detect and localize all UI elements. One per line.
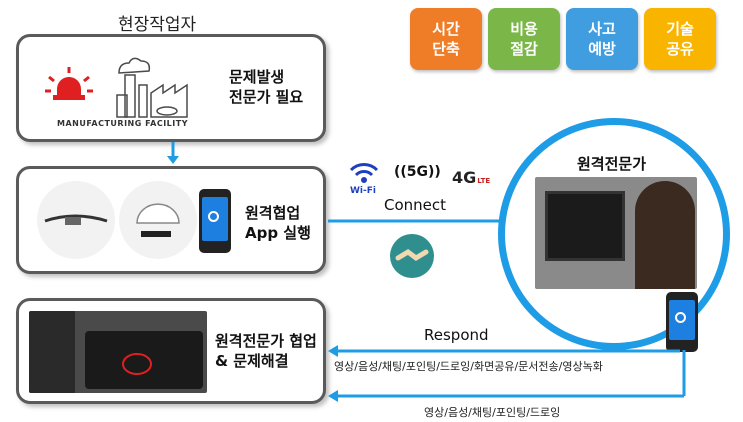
respond-features: 영상/음성/채팅/포인팅/드로잉/화면공유/문서전송/영상녹화	[334, 360, 603, 373]
badge-accident-prevention: 사고 예방	[566, 8, 638, 70]
arrow-down-1	[167, 142, 179, 164]
problem-occurred-box: MANUFACTURING FACILITY 문제발생 전문가 필요	[16, 34, 326, 142]
highlight-circle-icon	[122, 353, 152, 375]
factory-illustration: MANUFACTURING FACILITY	[27, 45, 215, 135]
respond-arrow	[328, 345, 680, 357]
badge-time-saving: 시간 단축	[410, 8, 482, 70]
helmet-camera-image	[119, 181, 197, 259]
field-worker-tablet	[85, 331, 203, 389]
factory-caption: MANUFACTURING FACILITY	[57, 119, 188, 128]
bottom-features: 영상/음성/채팅/포인팅/드로잉	[424, 406, 561, 419]
smartphone-app-icon	[199, 189, 231, 253]
expert-monitor	[545, 191, 625, 261]
bottom-loop-arrow	[328, 350, 686, 402]
badge-accident-prevention-text: 사고 예방	[588, 20, 616, 58]
connect-arrow	[328, 215, 512, 227]
badge-time-saving-text: 시간 단축	[432, 20, 460, 58]
lte-label: LTE	[477, 177, 491, 185]
expert-smartphone-icon	[666, 292, 698, 352]
collaboration-box: 원격전문가 협업 & 문제해결	[16, 298, 326, 404]
app-screen	[202, 197, 228, 241]
wifi-icon	[349, 163, 379, 183]
badge-cost-reduction-text: 비용 절감	[510, 20, 538, 58]
fourg-icon: 4GLTE	[452, 168, 490, 187]
field-worker-title: 현장작업자	[118, 15, 197, 35]
badge-row: 시간 단축 비용 절감 사고 예방 기술 공유	[410, 8, 716, 70]
badge-knowledge-sharing-text: 기술 공유	[666, 20, 694, 58]
app-logo-icon	[208, 211, 219, 222]
expert-person	[635, 181, 695, 289]
factory-icon	[45, 57, 188, 118]
app-launch-box: 원격협업 App 실행	[16, 166, 326, 274]
expert-app-screen	[669, 300, 695, 340]
smart-glasses-icon	[44, 214, 108, 225]
fiveg-icon: ((5G))	[394, 164, 441, 180]
connect-label: Connect	[384, 196, 447, 214]
badge-knowledge-sharing: 기술 공유	[644, 8, 716, 70]
badge-cost-reduction: 비용 절감	[488, 8, 560, 70]
fourg-label: 4G	[452, 168, 477, 187]
field-worker-person	[29, 311, 75, 393]
fiveg-label: 5G	[406, 164, 429, 180]
collaboration-label: 원격전문가 협업 & 문제해결	[215, 332, 317, 370]
expert-app-logo-icon	[675, 312, 686, 323]
alarm-light-icon	[45, 67, 93, 100]
fiveg-right-wave: ))	[428, 164, 441, 180]
field-worker-photo	[29, 311, 207, 393]
expert-photo	[535, 177, 697, 289]
problem-label: 문제발생 전문가 필요	[229, 68, 304, 106]
respond-label: Respond	[424, 326, 489, 344]
remote-expert-title: 원격전문가	[577, 155, 647, 173]
handshake-icon	[390, 234, 434, 278]
app-launch-label: 원격협업 App 실행	[245, 204, 311, 242]
wifi-label: Wi-Fi	[350, 186, 376, 196]
smart-glasses-image	[37, 181, 115, 259]
helmet-camera-icon	[136, 203, 180, 237]
fiveg-left-wave: ((	[394, 164, 407, 180]
